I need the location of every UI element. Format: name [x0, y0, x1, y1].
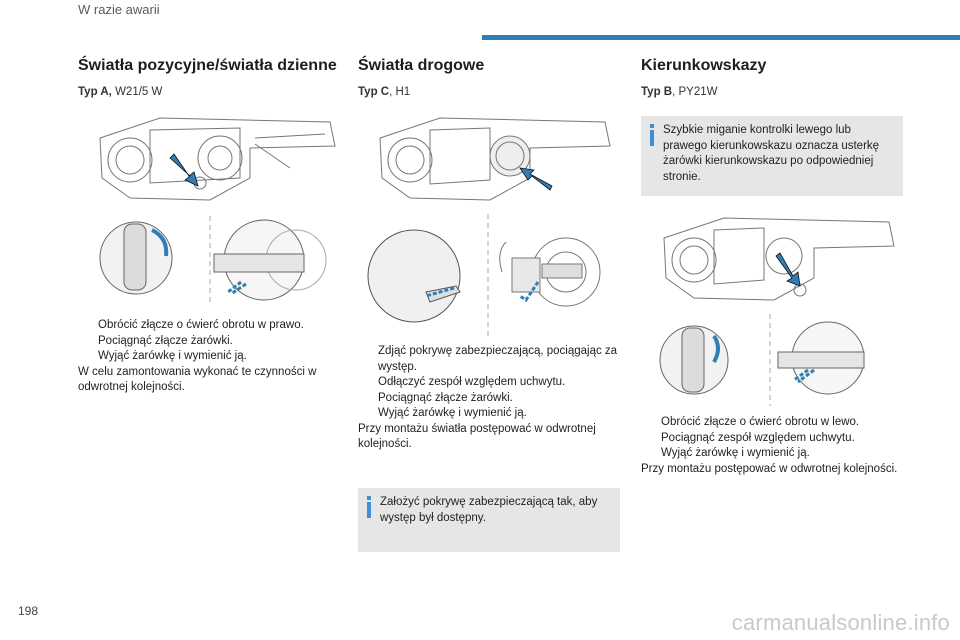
bulb-type-b: Typ B, PY21W	[641, 86, 718, 98]
headlamp-figure-position	[99, 117, 336, 201]
bulb-type-a: Typ A, W21/5 W	[78, 86, 163, 98]
column-title-high-beam: Światła drogowe	[358, 57, 485, 74]
arrow-icon	[519, 167, 553, 191]
info-icon	[367, 496, 371, 518]
page-number: 198	[18, 604, 39, 618]
watermark: carmanualsonline.info	[731, 610, 950, 635]
pull-arrow-icon	[425, 286, 455, 298]
steps-position-lights: Obrócić złącze o ćwierć obrotu w prawo. …	[78, 319, 317, 393]
cover-removal-figure	[367, 214, 601, 338]
rotate-arrow-icon	[712, 334, 720, 363]
rotate-arrow-icon	[151, 228, 169, 257]
headlamp-figure-high-beam	[379, 117, 611, 201]
section-title: W razie awarii	[78, 2, 160, 17]
info-box-cover: Założyć pokrywę zabezpieczającą tak, aby…	[358, 488, 620, 552]
connector-rotate-figure	[99, 216, 327, 306]
steps-high-beam: Zdjąć pokrywę zabezpieczającą, pociągają…	[358, 345, 618, 450]
info-box-fast-blinking: Szybkie miganie kontrolki lewego lub pra…	[641, 116, 903, 196]
connector-rotate-figure-left	[659, 314, 865, 406]
info-text: Szybkie miganie kontrolki lewego lub pra…	[663, 124, 880, 183]
column-title-turn-signals: Kierunkowskazy	[641, 57, 767, 74]
steps-turn-signals: Obrócić złącze o ćwierć obrotu w lewo. P…	[641, 416, 898, 475]
pull-arrow-icon	[519, 281, 540, 303]
info-text: Założyć pokrywę zabezpieczającą tak, aby…	[380, 496, 598, 524]
headlamp-figure-turn-signal	[663, 217, 895, 301]
pull-arrow-icon	[227, 280, 247, 296]
section-header-bar	[482, 35, 960, 40]
column-title-position-lights: Światła pozycyjne/światła dzienne	[78, 57, 337, 74]
pull-arrow-icon	[793, 368, 815, 384]
info-icon	[650, 124, 654, 146]
arrow-icon	[169, 153, 199, 187]
arrow-icon	[775, 252, 801, 287]
bulb-type-c: Typ C, H1	[358, 86, 411, 98]
